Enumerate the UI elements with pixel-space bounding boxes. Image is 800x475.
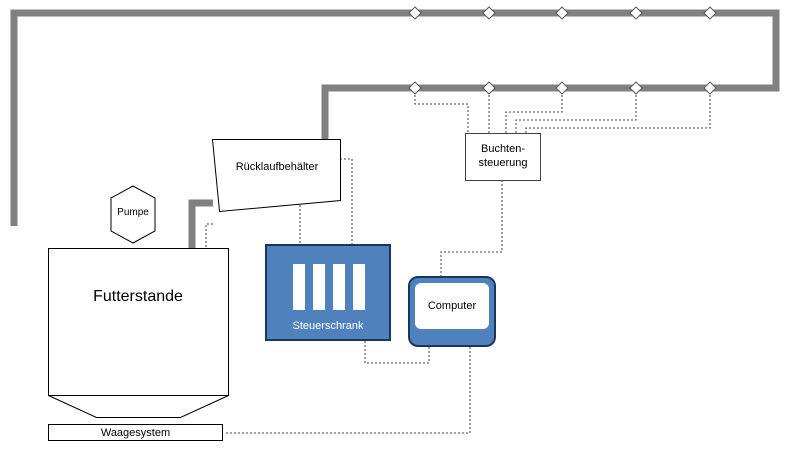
valve-icon [629,81,643,95]
control-line-valve3-buchtensteuerung [505,95,563,133]
valve-icon [629,6,643,20]
control-line-valve4-buchtensteuerung [515,95,637,133]
steuerschrank-label: Steuerschrank [292,320,364,332]
buchtensteuerung-node: Buchten- steuerung [465,133,541,181]
computer-label: Computer [427,300,477,312]
valve-icon [408,81,422,95]
control-line-valve1-buchtensteuerung [414,95,469,133]
futterstande-label: Futterstande [93,288,183,305]
computer-node: Computer [408,276,496,347]
cabinet-slot-icon [333,264,345,310]
buchtensteuerung-label-line2: steuerung [478,157,528,169]
control-line-computer-waagesystem [224,347,471,434]
control-line-valve5-buchtensteuerung [525,95,711,133]
control-line-buchtensteuerung-computer [440,180,503,276]
valve-icon [703,6,717,20]
valve-icon [555,81,569,95]
cabinet-slot-icon [353,264,365,310]
pumpe-hexagon [110,185,156,244]
cabinet-slot-icon [313,264,325,310]
control-line-steuerschrank-computer [364,341,430,364]
return-pipe-elbow [188,199,213,249]
valve-icon [482,6,496,20]
control-line-pumpe [205,223,213,247]
steuerschrank-node: Steuerschrank [265,244,391,341]
ruecklaufbehaelter-shape [211,139,341,213]
ruecklaufbehaelter-label: Rücklaufbehälter [235,161,319,173]
valve-icon [482,81,496,95]
control-line-ruecklauf-steuerschrank-2 [340,158,353,244]
waagesystem-node: Waagesystem [48,424,223,441]
valve-icon [703,81,717,95]
feed-pipe-main-loop [10,9,780,226]
futterstande-hopper [48,395,229,418]
buchtensteuerung-label-line1: Buchten- [480,143,526,156]
computer-screen: Computer [415,283,489,329]
valve-icon [408,6,422,20]
cabinet-slot-icon [293,264,305,310]
pumpe-label: Pumpe [117,207,149,218]
valve-icon [555,6,569,20]
waagesystem-label: Waagesystem [100,426,171,439]
futterstande-tank-body [48,248,229,396]
